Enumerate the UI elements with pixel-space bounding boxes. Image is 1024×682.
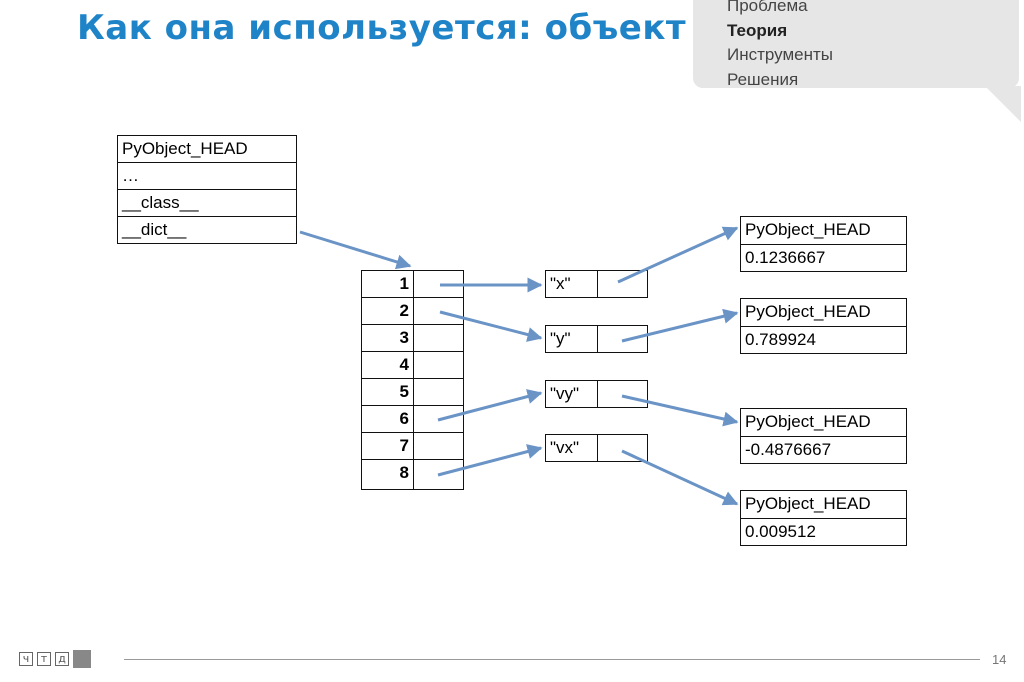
dict-slot-pointer <box>413 297 464 325</box>
dict-key-vx-pointer <box>597 434 648 462</box>
arrow-vy-to-value <box>621 394 739 427</box>
value-object-head: PyObject_HEAD <box>740 216 907 245</box>
dict-key-x-pointer <box>597 270 648 298</box>
footer-divider <box>124 659 980 660</box>
value-object-head: PyObject_HEAD <box>740 298 907 327</box>
nav-list: Проблема Теория Инструменты Решения <box>727 0 833 92</box>
dict-key-vx: "vx" <box>545 434 598 462</box>
value-object-value: 0.1236667 <box>740 244 907 272</box>
dict-slot-index: 8 <box>361 459 414 490</box>
object-field-class: __class__ <box>117 189 297 217</box>
dict-slot-index: 6 <box>361 405 414 433</box>
value-object-value: -0.4876667 <box>740 436 907 464</box>
object-field-ellipsis: … <box>117 162 297 190</box>
arrow-slot6-to-vy <box>437 389 543 422</box>
page-number: 14 <box>992 652 1007 667</box>
arrow-slot8-to-vx <box>437 444 543 477</box>
logo: ч т д <box>19 650 91 668</box>
nav-panel <box>693 0 1019 88</box>
logo-letter: д <box>55 652 69 666</box>
value-object-head: PyObject_HEAD <box>740 408 907 437</box>
arrow-y-to-value <box>621 308 739 343</box>
arrow-x-to-value <box>617 226 739 284</box>
arrow-dict-to-table <box>299 230 412 270</box>
nav-panel-tail <box>985 86 1021 122</box>
value-object-head: PyObject_HEAD <box>740 490 907 519</box>
dict-key-vy: "vy" <box>545 380 598 408</box>
dict-key-y: "y" <box>545 325 598 353</box>
dict-slot-pointer <box>413 351 464 379</box>
object-field-dict: __dict__ <box>117 216 297 244</box>
arrow-vx-to-value <box>621 449 739 506</box>
value-object-value: 0.789924 <box>740 326 907 354</box>
logo-letter: т <box>37 652 51 666</box>
page-title: Как она используется: объект <box>77 8 687 48</box>
nav-item-tools[interactable]: Инструменты <box>727 45 834 64</box>
arrow-slot2-to-y <box>439 310 543 342</box>
dict-key-y-pointer <box>597 325 648 353</box>
dict-key-vy-pointer <box>597 380 648 408</box>
logo-block <box>73 650 91 668</box>
logo-letter: ч <box>19 652 33 666</box>
nav-item-solutions[interactable]: Решения <box>727 69 799 89</box>
value-object-value: 0.009512 <box>740 518 907 546</box>
dict-key-x: "x" <box>545 270 598 298</box>
object-field-head: PyObject_HEAD <box>117 135 297 163</box>
nav-item-problem[interactable]: Проблема <box>727 0 808 15</box>
nav-item-theory[interactable]: Теория <box>727 20 788 40</box>
